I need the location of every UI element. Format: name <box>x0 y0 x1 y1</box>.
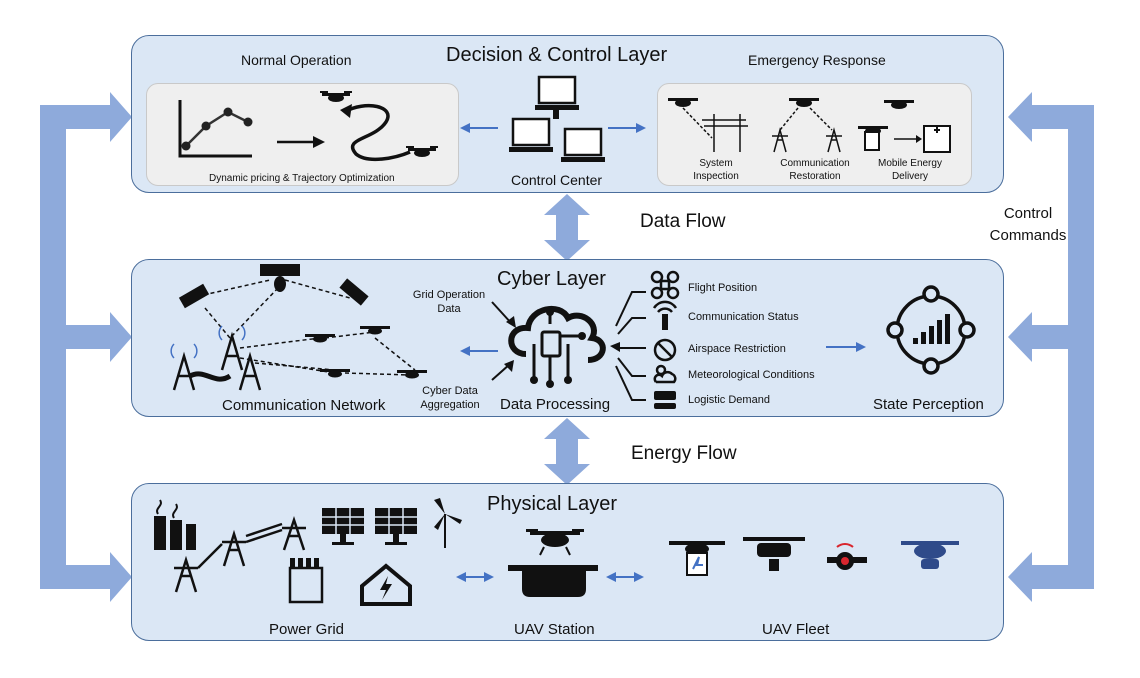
communication-network-label: Communication Network <box>222 397 386 414</box>
control-commands-label: Control Commands <box>984 203 1072 247</box>
right-arrow-icon <box>277 136 325 148</box>
pricing-chart-icon <box>178 100 253 158</box>
emergency-item-2-line1: Communication <box>780 158 850 169</box>
input-brackets <box>610 291 646 401</box>
grid-data-line1: Grid Operation <box>412 289 486 301</box>
trajectory-icon <box>320 91 438 162</box>
data-flow-label: Data Flow <box>640 211 726 232</box>
input-communication-status: Communication Status <box>688 311 799 323</box>
uav-fleet-icon <box>669 537 959 576</box>
emergency-item-3-line2: Delivery <box>891 171 929 182</box>
input-airspace-restriction: Airspace Restriction <box>688 343 786 355</box>
data-processing-label: Data Processing <box>500 396 611 413</box>
control-commands-line2: Commands <box>989 227 1067 244</box>
uav-station-icon <box>508 529 598 597</box>
cyber-data-aggregation-label: Cyber Data Aggregation <box>405 384 495 412</box>
decision-layer-title: Decision & Control Layer <box>446 44 668 66</box>
grid-data-line2: Data <box>437 303 461 315</box>
emergency-item-3-line1: Mobile Energy <box>878 158 942 169</box>
uav-station-label: UAV Station <box>514 621 595 638</box>
left-arrow-icon <box>460 346 498 356</box>
uav-fleet-label: UAV Fleet <box>762 621 830 638</box>
normal-caption: Dynamic pricing & Trajectory Optimizatio… <box>209 173 395 184</box>
grid-operation-data-label: Grid Operation Data <box>404 288 494 316</box>
cyber-layer-title: Cyber Layer <box>497 268 606 290</box>
state-perception-icon <box>886 285 976 375</box>
data-processing-icon <box>491 301 606 388</box>
emergency-item-2-line2: Restoration <box>789 171 841 182</box>
emergency-response-icons <box>668 98 951 153</box>
cyber-agg-line1: Cyber Data <box>422 385 478 397</box>
control-commands-line1: Control <box>1003 205 1053 222</box>
control-center-label: Control Center <box>511 172 603 188</box>
communication-network-icon <box>170 264 427 391</box>
emergency-item-1-line2: Inspection <box>693 171 739 182</box>
control-center-icon <box>509 75 605 162</box>
input-flight-position: Flight Position <box>688 282 758 294</box>
cyber-agg-line2: Aggregation <box>420 399 480 411</box>
emergency-response-title: Emergency Response <box>748 52 886 68</box>
emergency-item-2: Communication Restoration <box>772 157 858 183</box>
power-grid-label: Power Grid <box>269 621 345 638</box>
emergency-item-3: Mobile Energy Delivery <box>870 157 950 183</box>
normal-operation-title: Normal Operation <box>241 52 352 68</box>
state-perception-label: State Perception <box>873 396 984 413</box>
input-meteorological-conditions: Meteorological Conditions <box>688 369 815 381</box>
emergency-item-1: System Inspection <box>681 157 751 183</box>
control-center-arrows <box>460 123 646 133</box>
physical-layer-title: Physical Layer <box>487 493 618 515</box>
power-grid-icon <box>154 498 462 606</box>
station-arrows <box>456 572 644 582</box>
right-arrow-to-perception <box>826 342 866 352</box>
input-icons <box>650 270 680 409</box>
input-logistic-demand: Logistic Demand <box>688 394 770 406</box>
energy-flow-label: Energy Flow <box>631 443 737 464</box>
emergency-item-1-line1: System <box>699 158 733 169</box>
